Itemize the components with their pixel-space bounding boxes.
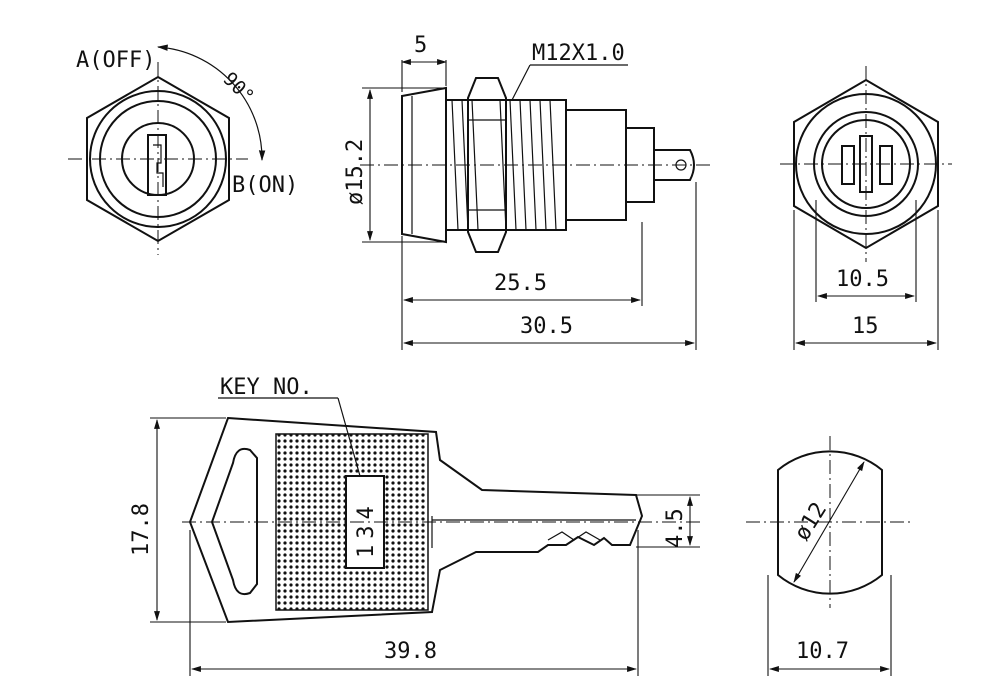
key-number: 134 xyxy=(354,500,379,558)
dim-overall-length: 30.5 xyxy=(520,314,573,339)
side-view: 5 M12X1.0 ø15.2 25.5 30.5 xyxy=(343,33,710,350)
key-no-label: KEY NO. xyxy=(220,375,313,400)
off-label: A(OFF) xyxy=(76,48,155,73)
thread-label: M12X1.0 xyxy=(532,41,625,66)
dim-nut-across: 15 xyxy=(852,314,879,339)
dim-blade-height: 4.5 xyxy=(663,508,688,548)
angle-label: 90° xyxy=(218,68,258,108)
dim-flange-width: 5 xyxy=(414,33,427,58)
key-section-view: ø12 10.7 xyxy=(746,436,912,676)
dim-body-diameter: ø15.2 xyxy=(343,139,368,205)
on-label: B(ON) xyxy=(232,173,298,198)
dim-body-length: 25.5 xyxy=(494,271,547,296)
dim-nut-inner: 10.5 xyxy=(836,267,889,292)
rear-view: 10.5 15 xyxy=(780,66,952,350)
dim-key-width: 10.7 xyxy=(796,639,849,664)
dim-key-length: 39.8 xyxy=(384,639,437,664)
dim-key-height: 17.8 xyxy=(129,503,154,556)
front-view: A(OFF) B(ON) 90° xyxy=(68,44,298,255)
key-view: 134 KEY NO. 17.8 4.5 39.8 xyxy=(129,375,700,676)
